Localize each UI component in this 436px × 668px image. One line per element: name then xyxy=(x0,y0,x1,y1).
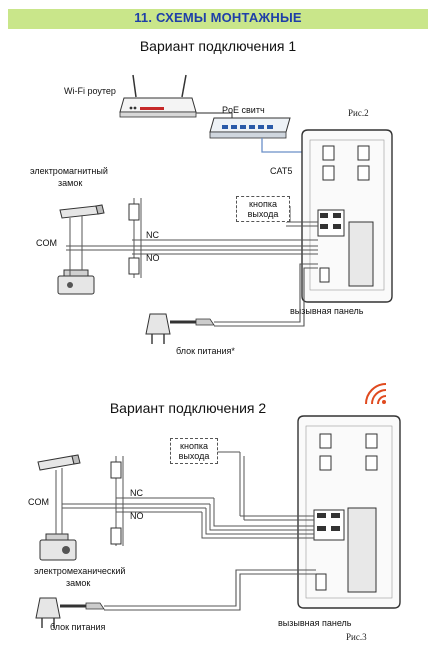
power-adapter-icon xyxy=(145,313,215,344)
router-icon xyxy=(119,74,197,118)
call-panel-icon xyxy=(297,415,401,609)
power-adapter-icon xyxy=(35,597,105,628)
exit-button-line2: выхода xyxy=(247,209,279,219)
exit-button2-line2: выхода xyxy=(178,451,210,461)
header-bar xyxy=(8,9,428,29)
lock1-label-line1: электромагнитный xyxy=(30,166,108,176)
lock2-label-line1: электромеханический xyxy=(34,566,126,576)
exit-button-line1: кнопка xyxy=(249,199,277,209)
section-title: 11. СХЕМЫ МОНТАЖНЫЕ xyxy=(134,10,302,25)
lock-icon xyxy=(37,454,81,561)
lock2-label-line2: замок xyxy=(66,578,91,588)
exit-button-box: кнопка выхода xyxy=(236,196,290,222)
figure2-label: Рис.2 xyxy=(348,108,369,118)
figure3-label: Рис.3 xyxy=(346,632,367,642)
call-panel1-label: вызывная панель xyxy=(290,306,364,316)
call-panel-icon xyxy=(301,129,393,303)
nc1-label: NC xyxy=(146,230,159,240)
no2-label: NO xyxy=(130,511,144,521)
power-supply2-label: блок питания xyxy=(50,622,106,632)
com1-label: COM xyxy=(36,238,57,248)
lock1-label-line2: замок xyxy=(58,178,83,188)
com2-label: COM xyxy=(28,497,49,507)
wifi-signal-icon xyxy=(365,383,387,405)
lock-icon xyxy=(57,204,105,295)
relay-terminal-icon xyxy=(128,198,142,278)
nc2-label: NC xyxy=(130,488,143,498)
variant1-title: Вариант подключения 1 xyxy=(139,38,297,54)
cat5-label: CAT5 xyxy=(270,166,293,176)
poe-switch-label: PoE свитч xyxy=(222,105,265,115)
exit-button2-line1: кнопка xyxy=(180,441,208,451)
switch-icon xyxy=(209,117,291,139)
exit-button2-box: кнопка выхода xyxy=(170,438,218,464)
wifi-router-label: Wi-Fi роутер xyxy=(64,86,116,96)
no1-label: NO xyxy=(146,253,160,263)
relay-terminal-icon xyxy=(110,456,124,546)
call-panel2-label: вызывная панель xyxy=(278,618,352,628)
variant2-title: Вариант подключения 2 xyxy=(109,400,267,416)
power-supply1-label: блок питания* xyxy=(176,346,235,356)
